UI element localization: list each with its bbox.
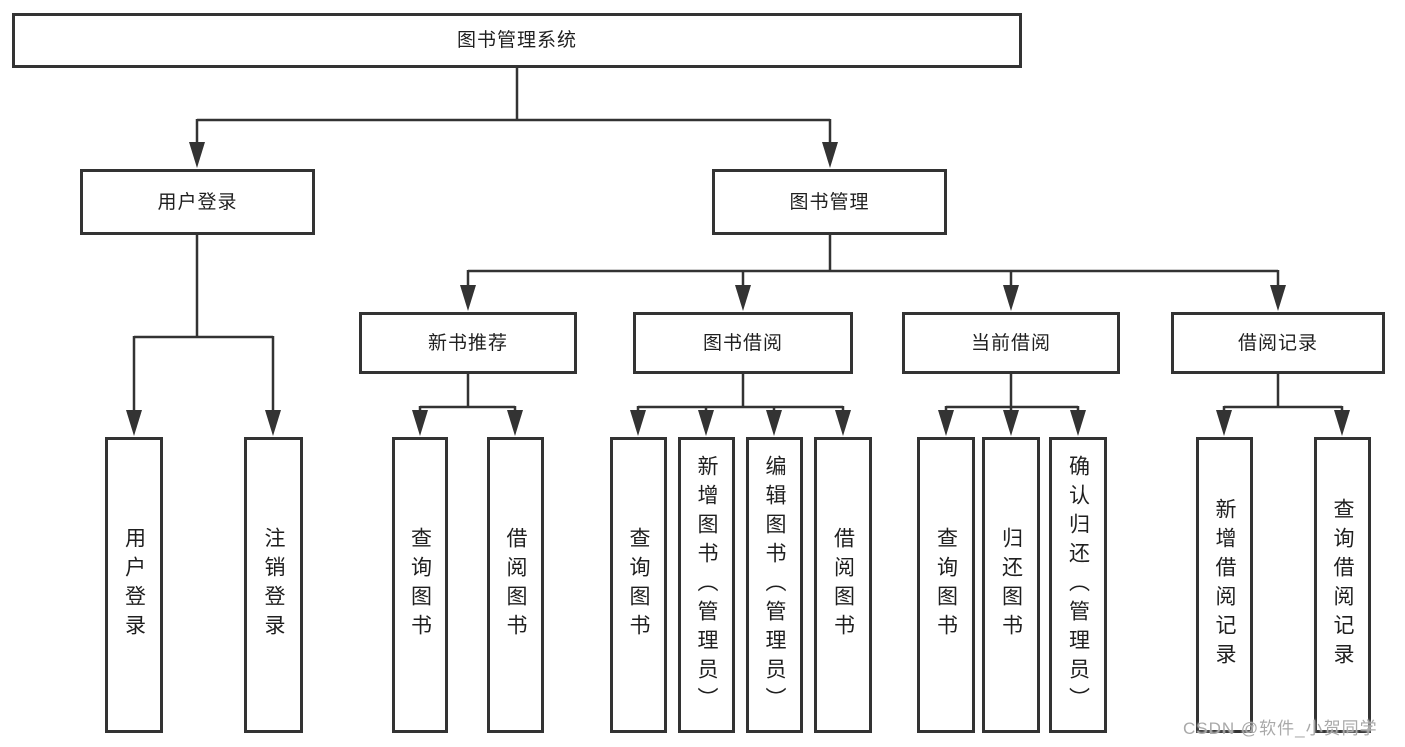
- node-label: 借阅图书: [504, 527, 527, 643]
- node-label: 查询图书: [408, 527, 432, 643]
- leaf-confirm-return-admin: 确认归还（管理员）: [1049, 437, 1107, 733]
- arrow-icon: [822, 142, 838, 168]
- node-label: 新增借阅记录: [1213, 498, 1236, 672]
- node-label: 当前借阅: [970, 332, 1051, 354]
- node-label: 确认归还（管理员）: [1066, 454, 1090, 716]
- arrow-icon: [766, 410, 782, 436]
- node-book-management-module: 图书管理: [712, 169, 947, 235]
- node-label: 归还图书: [999, 527, 1023, 643]
- node-label: 借阅记录: [1237, 332, 1318, 354]
- arrow-icon: [412, 410, 428, 436]
- node-label: 用户登录: [157, 191, 238, 213]
- leaf-return-books: 归还图书: [982, 437, 1040, 733]
- leaf-add-borrow-record: 新增借阅记录: [1196, 437, 1253, 733]
- leaf-query-books-current: 查询图书: [917, 437, 975, 733]
- leaf-add-books-admin: 新增图书（管理员）: [678, 437, 735, 733]
- arrow-icon: [938, 410, 954, 436]
- arrow-icon: [835, 410, 851, 436]
- node-label: 借阅图书: [831, 527, 855, 643]
- node-label: 用户登录: [122, 527, 146, 643]
- arrow-icon: [1070, 410, 1086, 436]
- node-label: 图书管理: [789, 191, 870, 213]
- arrow-icon: [265, 410, 281, 436]
- leaf-user-login: 用户登录: [105, 437, 163, 733]
- leaf-logout: 注销登录: [244, 437, 303, 733]
- arrow-icon: [630, 410, 646, 436]
- node-label: 图书借阅: [702, 332, 783, 354]
- leaf-edit-books-admin: 编辑图书（管理员）: [746, 437, 803, 733]
- node-label: 图书管理系统: [456, 30, 577, 51]
- arrow-icon: [460, 285, 476, 311]
- leaf-query-borrow-record: 查询借阅记录: [1314, 437, 1371, 733]
- node-new-book-recommend: 新书推荐: [359, 312, 577, 374]
- arrow-icon: [507, 410, 523, 436]
- node-label: 查询图书: [627, 527, 650, 643]
- node-label: 注销登录: [262, 527, 285, 643]
- node-current-borrowing: 当前借阅: [902, 312, 1120, 374]
- node-book-borrowing: 图书借阅: [633, 312, 853, 374]
- arrow-icon: [189, 142, 205, 168]
- node-label: 新书推荐: [427, 332, 508, 354]
- leaf-borrow-books-recommend: 借阅图书: [487, 437, 544, 733]
- arrow-icon: [1003, 410, 1019, 436]
- arrow-icon: [1216, 410, 1232, 436]
- csdn-watermark: CSDN @软件_小贺同学: [1183, 719, 1378, 738]
- arrow-icon: [735, 285, 751, 311]
- node-label: 查询图书: [934, 527, 958, 643]
- node-root-system: 图书管理系统: [12, 13, 1022, 68]
- node-label: 新增图书（管理员）: [695, 454, 718, 716]
- node-label: 查询借阅记录: [1331, 498, 1354, 672]
- arrow-icon: [1270, 285, 1286, 311]
- node-borrowing-records: 借阅记录: [1171, 312, 1385, 374]
- arrow-icon: [1003, 285, 1019, 311]
- node-user-login-module: 用户登录: [80, 169, 315, 235]
- leaf-query-books-recommend: 查询图书: [392, 437, 448, 733]
- leaf-borrow-books-borrowing: 借阅图书: [814, 437, 872, 733]
- leaf-query-books-borrowing: 查询图书: [610, 437, 667, 733]
- arrow-icon: [698, 410, 714, 436]
- node-label: 编辑图书（管理员）: [763, 454, 786, 716]
- arrow-icon: [1334, 410, 1350, 436]
- arrow-icon: [126, 410, 142, 436]
